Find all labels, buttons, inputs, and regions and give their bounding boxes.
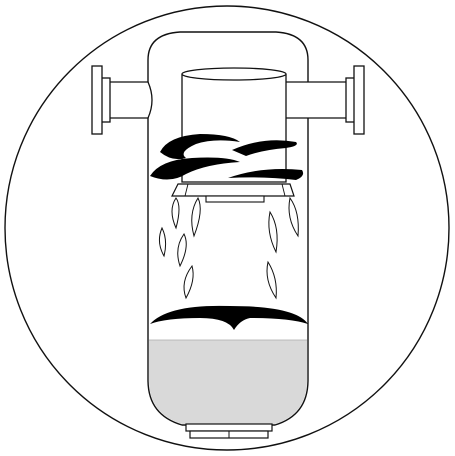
drain-flange [186, 424, 272, 438]
liquid-reservoir [149, 340, 307, 424]
